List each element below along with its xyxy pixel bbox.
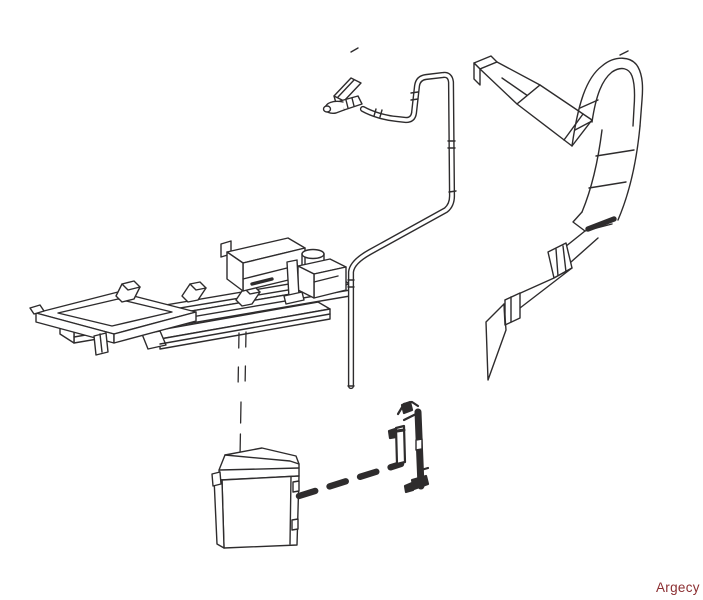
tick-mark-left [350,47,359,53]
flat-flex-cable-part [473,55,644,381]
release-lever-wire-part [322,71,457,390]
thick-dashed-leader-diagonal [295,460,405,500]
tick-mark-right [619,50,629,56]
frame-rail-assembly-part [29,237,351,356]
thin-dashed-leader-vertical [237,331,247,458]
sensor-flag-bracket-part [387,400,430,494]
watermark-text: Argecy [656,580,700,595]
sensor-cover-box-part [211,447,300,549]
